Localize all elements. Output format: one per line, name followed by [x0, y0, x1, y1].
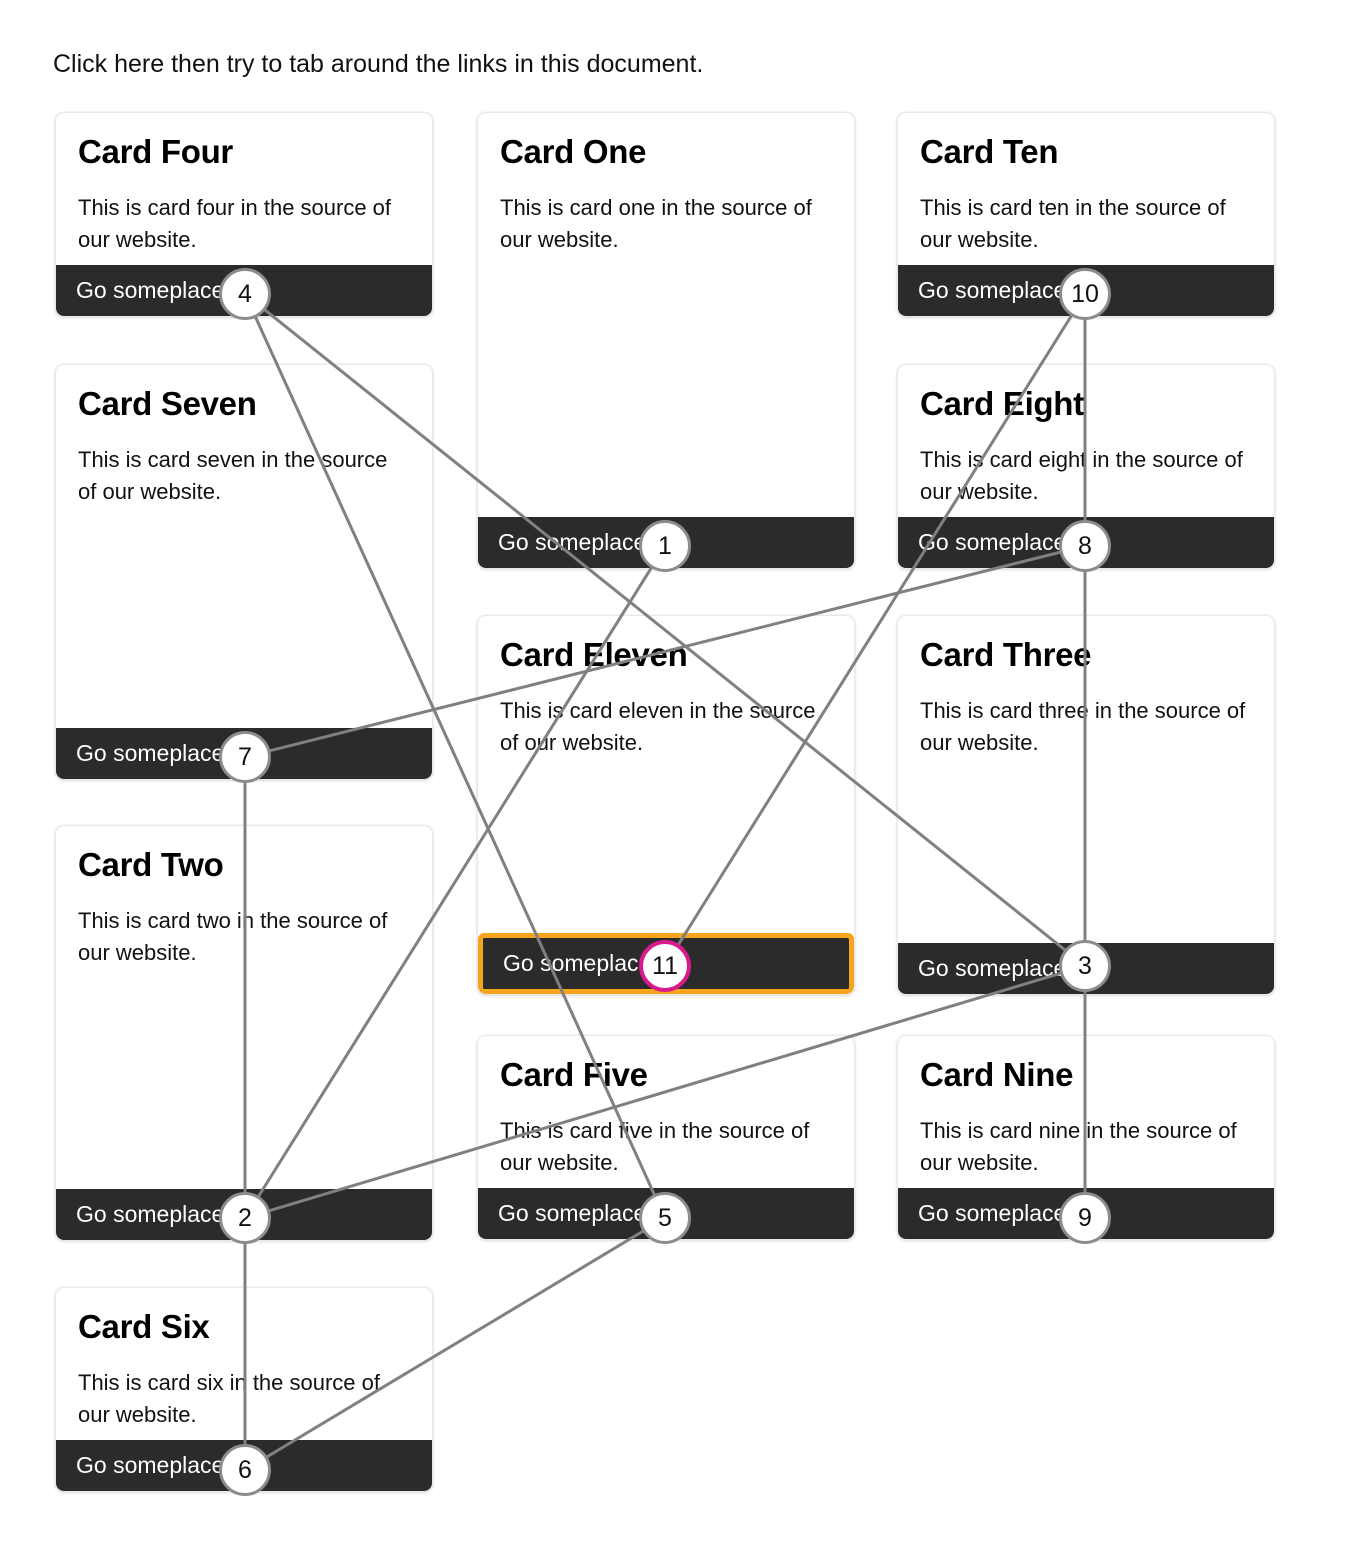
card-title: Card One [500, 133, 647, 170]
page-intro-text: Click here then try to tab around the li… [53, 50, 704, 78]
card-description: This is card six in the source of our we… [78, 1369, 381, 1427]
card-title: Card Six [78, 1308, 210, 1345]
card-description: This is card four in the source of our w… [78, 194, 392, 252]
card-title: Card Seven [78, 385, 257, 422]
card-title: Card Nine [920, 1056, 1074, 1093]
tab-index-badge-4: 4 [219, 268, 271, 320]
card-description: This is card two in the source of our we… [78, 907, 388, 965]
tab-index-badge-1: 1 [639, 520, 691, 572]
tab-index-badge-10: 10 [1059, 268, 1111, 320]
card-title: Card Three [920, 636, 1092, 673]
card-description: This is card ten in the source of our we… [920, 194, 1226, 252]
card-description: This is card one in the source of our we… [500, 194, 812, 252]
tab-index-badge-9: 9 [1059, 1192, 1111, 1244]
tab-index-badge-8: 8 [1059, 520, 1111, 572]
card-title: Card Five [500, 1056, 648, 1093]
tab-index-badge-7: 7 [219, 731, 271, 783]
tab-index-badge-11: 11 [639, 940, 691, 992]
card-description: This is card seven in the source of our … [78, 446, 388, 504]
card-description: This is card five in the source of our w… [500, 1117, 810, 1175]
card-title: Card Two [78, 846, 224, 883]
tab-index-badge-3: 3 [1059, 940, 1111, 992]
card-title: Card Eleven [500, 636, 688, 673]
card-title: Card Eight [920, 385, 1084, 422]
tab-index-badge-5: 5 [639, 1192, 691, 1244]
card-description: This is card nine in the source of our w… [920, 1117, 1237, 1175]
card-title: Card Ten [920, 133, 1059, 170]
card-description: This is card three in the source of our … [920, 697, 1246, 755]
card-description: This is card eleven in the source of our… [500, 697, 816, 755]
card-title: Card Four [78, 133, 233, 170]
card-description: This is card eight in the source of our … [920, 446, 1243, 504]
tab-index-badge-6: 6 [219, 1444, 271, 1496]
tab-index-badge-2: 2 [219, 1192, 271, 1244]
